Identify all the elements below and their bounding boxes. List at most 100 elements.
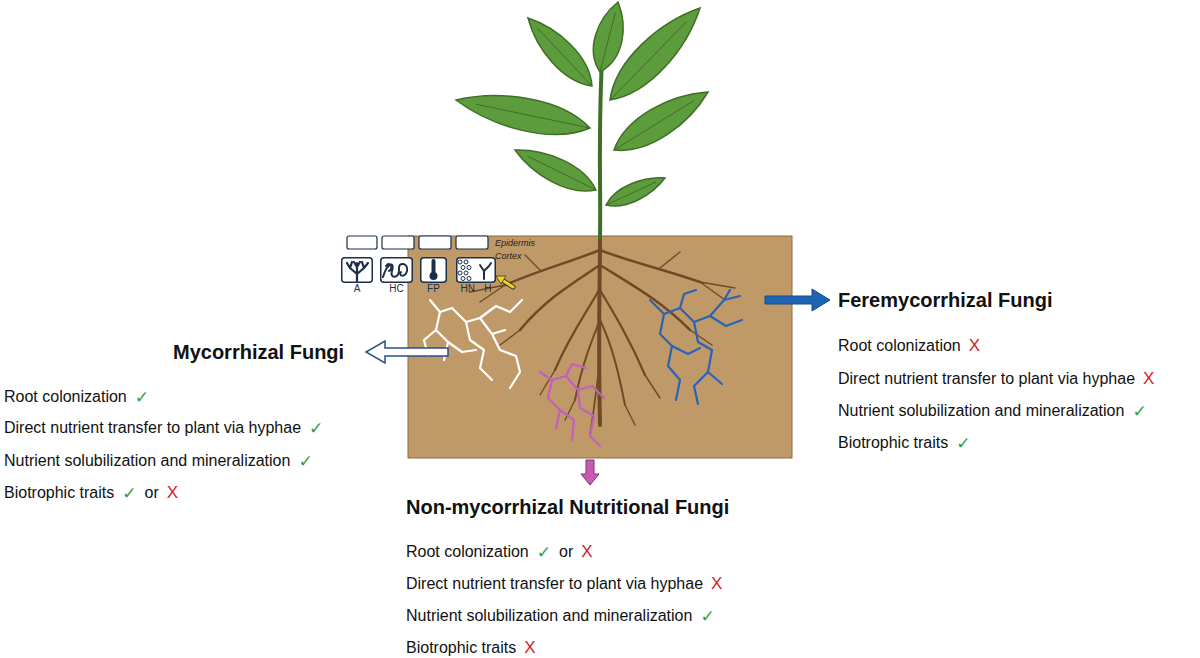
check-mark: ✓ [956,433,970,453]
epidermis-cell [347,236,377,249]
leaf-blade [606,178,665,206]
hypha [578,390,600,446]
leaf [610,8,700,100]
yellow-pointer-head [496,276,506,284]
group-heading: Feremycorrhizal Fungi [838,288,1053,312]
check-mark: ✓ [135,387,149,407]
yellow-pointer-outline [502,280,513,287]
hypha [548,380,560,428]
leaf [515,150,596,191]
epidermis-cells [347,236,488,249]
text-row: Direct nutrient transfer to plant via hy… [838,369,1154,389]
epidermis-cell [419,236,451,249]
hartig-net-cell [458,271,462,275]
cell-outline [342,258,373,283]
structure-icon [456,257,496,283]
check-mark: ✓ [122,483,136,503]
hypha [694,322,722,384]
trait-label: Root colonization [406,542,529,562]
structure-icon [420,257,447,283]
text-row: Direct nutrient transfer to plant via hy… [4,418,323,438]
pointer-arrow [581,460,599,485]
text-row: Biotrophic traits ✓ [838,433,971,453]
pointer-arrow [765,289,830,311]
structure-label-row: A [341,283,373,295]
root-branch [600,290,645,375]
leaf [456,96,590,135]
structure-label: H [484,283,491,295]
text-row: Biotrophic traits✓orX [4,483,178,503]
epidermis-cell [456,236,488,249]
group-heading: Mycorrhizal Fungi [173,340,344,364]
root-branch [600,320,625,405]
text-row: Direct nutrient transfer to plant via hy… [406,574,722,594]
structure-label-row: HNH [456,283,496,295]
layer-label: Epidermis [495,237,535,249]
hypha [566,364,586,376]
root-branch [600,250,700,282]
fungal-peg-symbol [432,261,436,273]
text-row: Biotrophic traitsX [406,638,536,658]
leaf-blade [614,92,708,150]
trait-label: Direct nutrient transfer to plant via hy… [4,418,301,438]
leaf [593,2,623,72]
trait-label: Nutrient solubilization and mineralizati… [4,451,290,471]
cross-mark: X [711,574,722,594]
text-row: Feremycorrhizal Fungi [838,288,1053,312]
leaf-midrib [610,22,687,100]
leaf-blade [515,150,596,191]
text-row: Root colonization ✓ [4,387,149,407]
text-row: Nutrient solubilization and mineralizati… [838,401,1147,421]
leaf [528,18,592,86]
connector-word: or [559,542,573,562]
hartig-net-cell [461,277,465,281]
hartig-net-cell [458,260,462,264]
text-row: Mycorrhizal Fungi [173,340,344,364]
cross-mark: X [167,483,178,503]
hartig-net-cell [467,277,471,281]
nutritional-hyphae [540,364,604,446]
leaf-midrib [600,13,615,73]
check-mark: ✓ [298,451,312,471]
cell-outline [457,258,496,283]
arbuscule-symbol [347,262,368,281]
root-branch [520,265,600,330]
text-row: Root colonization ✓ or X [406,542,593,562]
hartig-net-cell [464,260,468,264]
hypha [448,342,476,352]
text-row: Non-mycorrhizal Nutritional Fungi [406,495,729,519]
layer-label: Cortex [495,250,522,262]
cell-outline [381,258,413,283]
root-branch [555,290,599,370]
leaf-midrib [527,156,596,190]
hypha [680,290,730,308]
trait-label: Biotrophic traits [838,433,948,453]
check-mark: ✓ [537,542,551,562]
leaf-blade [528,18,592,86]
leaf-midrib [538,28,592,86]
leaf-group [456,2,708,206]
structure-box: HC [380,257,413,295]
trait-label: Direct nutrient transfer to plant via hy… [406,574,703,594]
leaf-midrib [476,104,590,128]
hypha-symbol [480,263,491,279]
fungal-peg-bulb [430,272,438,280]
leaf-midrib [606,182,656,205]
root-branch [600,265,690,330]
hypha [660,314,680,400]
leaf-blade [593,2,623,72]
check-mark: ✓ [700,606,714,626]
trait-label: Root colonization [4,387,127,407]
trait-label: Nutrient solubilization and mineralizati… [838,401,1124,421]
structure-label: FP [427,283,440,295]
cross-mark: X [581,542,592,562]
hypha [560,410,574,440]
yellow-pointer [502,280,513,287]
feremycorrhizal-hyphae [650,290,742,404]
leaf-midrib [614,101,694,150]
cross-mark: X [1143,369,1154,389]
cross-mark: X [969,336,980,356]
trait-label: Direct nutrient transfer to plant via hy… [838,369,1135,389]
structure-label-row: HC [380,283,413,295]
